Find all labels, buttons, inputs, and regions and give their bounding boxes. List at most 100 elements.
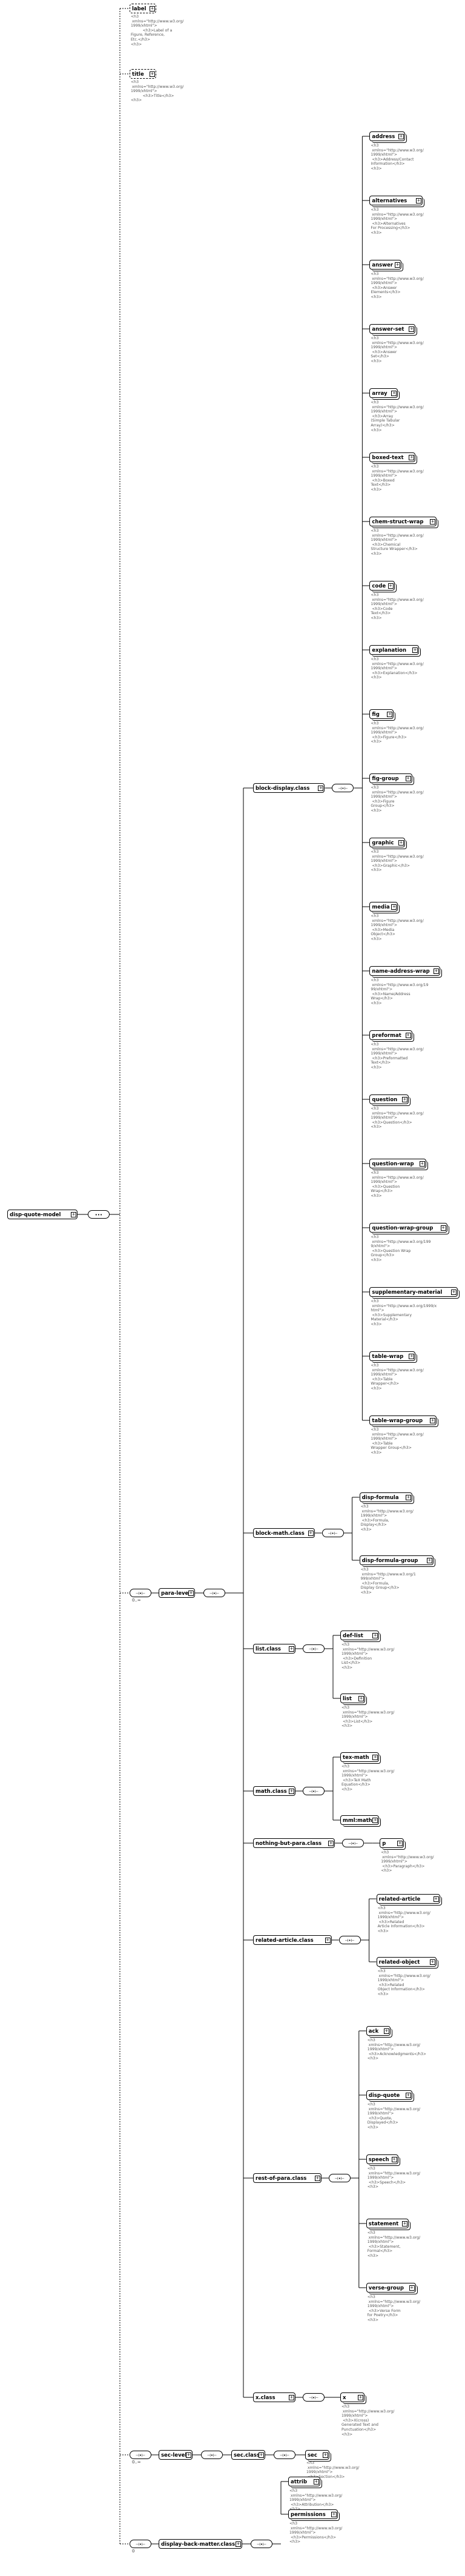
element-permissions[interactable]: permissions+ [288, 2509, 340, 2521]
expand-icon[interactable]: + [398, 840, 404, 846]
group-para-level[interactable]: para-level+ [159, 1588, 195, 1598]
choice-compositor-1[interactable]: ⊣•⊢ [322, 1529, 344, 1537]
expand-icon[interactable]: + [409, 1354, 415, 1359]
group-display-back-matter-class[interactable]: display-back-matter.class+ [159, 2539, 242, 2549]
choice-compositor-sec[interactable]: ⊣•⊢ [130, 2451, 151, 2459]
expand-icon[interactable]: + [372, 1755, 378, 1760]
element-array[interactable]: array+ [369, 388, 400, 400]
expand-icon[interactable]: + [433, 968, 439, 974]
group-rest-of-para-class[interactable]: rest-of-para.class+ [253, 2173, 322, 2183]
expand-icon[interactable]: + [419, 1161, 425, 1167]
expand-icon[interactable]: + [450, 1290, 457, 1295]
element-name-address-wrap[interactable]: name-address-wrap+ [369, 966, 442, 978]
element-alternatives[interactable]: alternatives+ [369, 196, 424, 207]
choice-compositor-sec-class[interactable]: ⊣•⊢ [274, 2451, 295, 2459]
expand-icon[interactable]: + [328, 1841, 334, 1846]
expand-icon[interactable]: + [429, 1959, 435, 1965]
expand-icon[interactable]: + [395, 262, 401, 268]
expand-icon[interactable]: + [405, 776, 411, 781]
element-boxed-text[interactable]: boxed-text+ [369, 452, 418, 464]
element-related-object[interactable]: related-object+ [376, 1957, 438, 1968]
element-sec[interactable]: sec+ [305, 2450, 331, 2462]
expand-icon[interactable]: + [440, 1225, 446, 1231]
expand-icon[interactable]: + [391, 2157, 397, 2162]
element-disp-formula[interactable]: disp-formula+ [359, 1492, 414, 1504]
group-nothing-but-para-class[interactable]: nothing-but-para.class+ [253, 1838, 335, 1848]
sequence-compositor[interactable]: ••• [88, 1210, 110, 1219]
group-sec-class[interactable]: sec.class+ [231, 2450, 265, 2460]
expand-icon[interactable]: + [289, 1646, 294, 1652]
element-address[interactable]: address+ [369, 131, 407, 143]
group-math-class[interactable]: math.class+ [253, 1786, 295, 1796]
expand-icon[interactable]: + [391, 904, 397, 910]
element-p[interactable]: p+ [380, 1838, 406, 1850]
expand-icon[interactable]: + [358, 1696, 364, 1701]
element-question-wrap-group[interactable]: question-wrap-group+ [369, 1223, 449, 1234]
root-element-box[interactable]: disp-quote-model+ [7, 1210, 78, 1219]
expand-icon[interactable]: + [325, 1938, 331, 1943]
element-def-list[interactable]: def-list+ [340, 1631, 381, 1642]
expand-icon[interactable]: + [412, 647, 418, 653]
choice-compositor-2[interactable]: ⊣•⊢ [303, 1644, 325, 1653]
element-fig[interactable]: fig+ [369, 709, 396, 721]
element-verse-group[interactable]: verse-group+ [366, 2283, 418, 2294]
element-graphic[interactable]: graphic+ [369, 838, 407, 849]
expand-icon[interactable]: + [430, 519, 436, 525]
element-fig-group[interactable]: fig-group+ [369, 773, 414, 785]
expand-icon[interactable]: + [401, 2221, 407, 2227]
expand-icon[interactable]: + [313, 2479, 319, 2485]
choice-compositor-back-matter[interactable]: ⊣•⊢ [251, 2540, 272, 2548]
expand-icon[interactable]: + [314, 2176, 320, 2181]
group-block-display-class[interactable]: block-display.class+ [253, 783, 325, 793]
expand-icon[interactable]: + [331, 2512, 337, 2517]
expand-icon[interactable]: + [415, 198, 421, 204]
expand-icon[interactable]: + [409, 455, 415, 460]
element-code[interactable]: code+ [369, 581, 397, 592]
expand-icon[interactable]: + [71, 1212, 76, 1217]
choice-compositor-para[interactable]: ⊣•⊢ [130, 1589, 151, 1597]
choice-compositor-para-level[interactable]: ⊣•⊢ [203, 1589, 225, 1597]
expand-icon[interactable]: + [398, 134, 404, 139]
expand-icon[interactable]: + [289, 2395, 294, 2400]
element-question[interactable]: question+ [369, 1094, 411, 1106]
element-table-wrap[interactable]: table-wrap+ [369, 1351, 418, 1363]
element-chem-struct-wrap[interactable]: chem-struct-wrap+ [369, 517, 438, 528]
element-related-article[interactable]: related-article+ [376, 1894, 442, 1906]
element-statement[interactable]: statement+ [366, 2219, 411, 2230]
group-related-article-class[interactable]: related-article.class+ [253, 1935, 332, 1945]
expand-icon[interactable]: + [372, 1633, 378, 1638]
element-disp-quote[interactable]: disp-quote+ [366, 2090, 414, 2102]
choice-compositor-4[interactable]: ⊣•⊢ [342, 1839, 364, 1847]
choice-compositor-0[interactable]: ⊣•⊢ [332, 784, 354, 792]
expand-icon[interactable]: + [236, 2541, 241, 2547]
choice-compositor-3[interactable]: ⊣•⊢ [303, 1787, 325, 1795]
group-block-math-class[interactable]: block-math.class+ [253, 1528, 315, 1538]
group-list-class[interactable]: list.class+ [253, 1644, 295, 1654]
expand-icon[interactable]: + [323, 2452, 328, 2458]
element-answer-set[interactable]: answer-set+ [369, 324, 418, 336]
expand-icon[interactable]: + [259, 2452, 264, 2458]
element-attrib[interactable]: attrib+ [288, 2477, 322, 2488]
expand-icon[interactable]: + [430, 1418, 436, 1423]
choice-compositor-6[interactable]: ⊣•⊢ [328, 2174, 351, 2182]
element-label[interactable]: label+ [130, 4, 156, 13]
expand-icon[interactable]: + [383, 2028, 389, 2034]
element-speech[interactable]: speech+ [366, 2154, 400, 2166]
element-explanation[interactable]: explanation+ [369, 645, 421, 657]
element-x[interactable]: x+ [340, 2392, 366, 2404]
expand-icon[interactable]: + [405, 2093, 411, 2098]
element-disp-formula-group[interactable]: disp-formula-group+ [359, 1555, 436, 1567]
element-supplementary-material[interactable]: supplementary-material+ [369, 1287, 460, 1299]
expand-icon[interactable]: + [387, 712, 393, 717]
element-question-wrap[interactable]: question-wrap+ [369, 1159, 429, 1170]
expand-icon[interactable]: + [397, 1841, 403, 1846]
choice-compositor-sec-level[interactable]: ⊣•⊢ [201, 2451, 223, 2459]
element-mml-math[interactable]: mml:math+ [340, 1815, 381, 1827]
choice-compositor-7[interactable]: ⊣•⊢ [303, 2393, 325, 2402]
expand-icon[interactable]: + [150, 6, 155, 12]
group-x-class[interactable]: x.class+ [253, 2392, 295, 2402]
expand-icon[interactable]: + [372, 1818, 378, 1823]
element-media[interactable]: media+ [369, 902, 400, 913]
expand-icon[interactable]: + [308, 1531, 314, 1536]
expand-icon[interactable]: + [318, 786, 324, 791]
